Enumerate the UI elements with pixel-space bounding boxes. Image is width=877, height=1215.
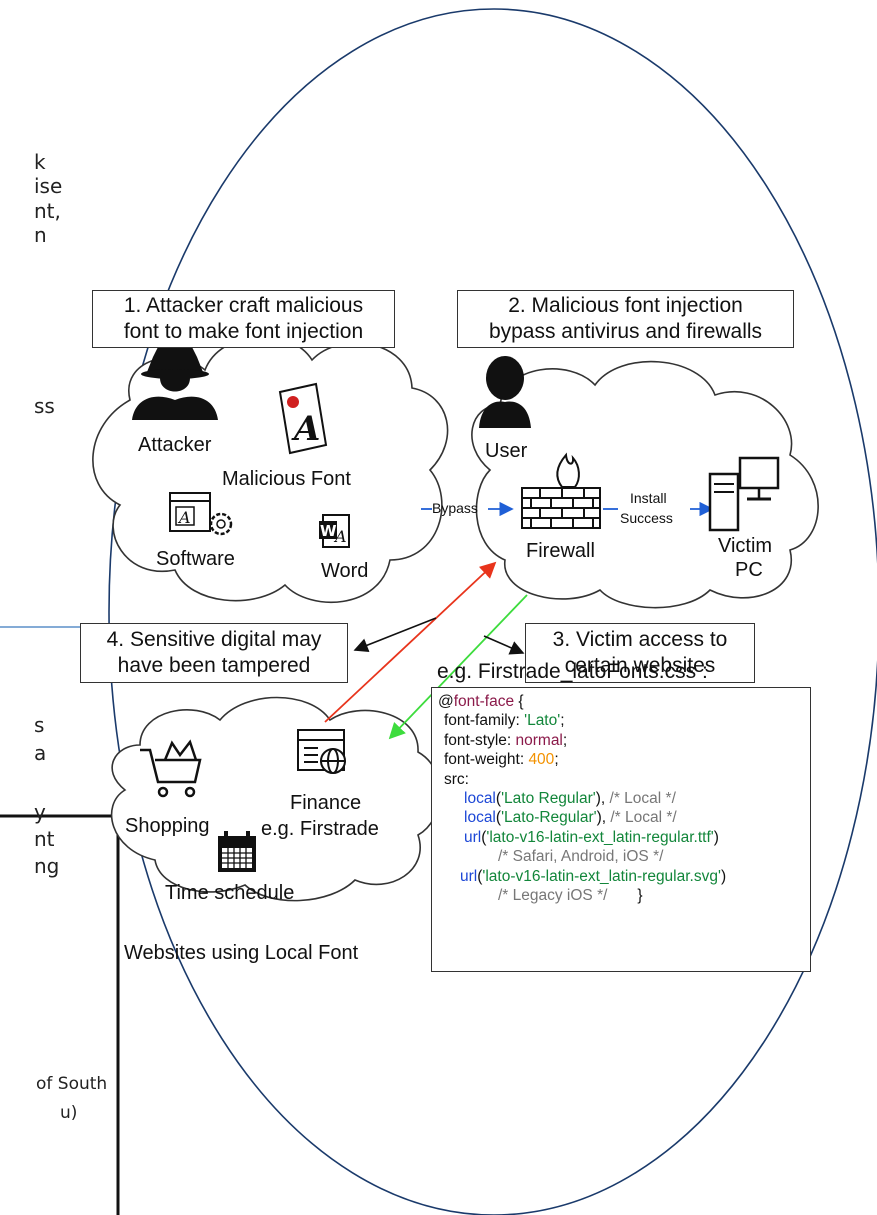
- finance-label: Finance: [290, 792, 362, 814]
- code-line-2: font-family: 'Lato';: [438, 711, 804, 730]
- code-line-7: local('Lato-Regular'), /* Local */: [464, 809, 677, 827]
- code-url2: 'lato-v16-latin-ext_latin-regular.svg': [482, 867, 721, 885]
- finance-web-icon: [297, 729, 346, 774]
- step2-line2: bypass antivirus and firewalls: [488, 320, 763, 343]
- step3-line1: 3. Victim access to: [552, 628, 728, 651]
- code-line-6: local('Lato Regular'), /* Local */: [464, 790, 676, 808]
- time-schedule-label: Time schedule: [165, 882, 295, 904]
- code-family-value: 'Lato': [524, 712, 561, 730]
- left-fragment: a: [34, 741, 47, 765]
- websites-caption: Websites using Local Font: [124, 942, 359, 964]
- code-local-fn: local: [464, 809, 496, 827]
- left-fragment: of South: [36, 1074, 108, 1094]
- code-semicolon: ;: [554, 751, 559, 769]
- code-comment: /* Local */: [610, 809, 677, 827]
- left-fragment: u): [60, 1103, 78, 1123]
- code-prop: font-style:: [444, 731, 516, 749]
- victim-label: Victim: [718, 535, 773, 557]
- svg-text:A: A: [291, 409, 320, 449]
- code-line-3: font-style: normal;: [438, 731, 804, 750]
- pc-label: PC: [735, 559, 763, 581]
- scope-ellipse: [108, 8, 877, 1215]
- firewall-label: Firewall: [526, 540, 595, 562]
- code-local-fn: local: [464, 790, 496, 808]
- svg-text:A: A: [177, 508, 191, 527]
- code-line-10: url('lato-v16-latin-ext_latin-regular.sv…: [460, 867, 727, 885]
- left-fragment: nt,: [34, 199, 61, 223]
- malicious-font-label: Malicious Font: [222, 468, 351, 490]
- user-icon: [479, 356, 531, 428]
- left-fragment: n: [34, 223, 47, 247]
- user-label: User: [485, 440, 528, 462]
- victim-pc-icon: [708, 456, 780, 532]
- left-fragment: nt: [34, 827, 55, 851]
- step4-box: 4. Sensitive digital may have been tampe…: [80, 623, 348, 683]
- code-prop: font-weight:: [444, 751, 529, 769]
- word-label: Word: [321, 560, 369, 582]
- code-comment: /* Local */: [609, 790, 676, 808]
- code-at: @: [438, 693, 454, 710]
- css-code-box: @font-face { font-family: 'Lato'; font-s…: [431, 687, 811, 972]
- svg-text:A: A: [333, 527, 347, 546]
- firewall-icon: [521, 452, 601, 529]
- code-line-11: /* Legacy iOS */}: [438, 886, 804, 905]
- code-url-fn: url: [464, 828, 482, 846]
- code-brace-close: }: [637, 887, 643, 905]
- tamper-arrow: [324, 561, 497, 723]
- shopping-cart-icon: [140, 739, 202, 798]
- shopping-label: Shopping: [125, 815, 210, 837]
- code-style-value: normal: [515, 731, 563, 749]
- left-fragment: ng: [34, 854, 60, 878]
- install-label: Install: [630, 490, 667, 506]
- code-brace-open: {: [514, 693, 524, 710]
- bypass-label: Bypass: [432, 500, 478, 516]
- attacker-icon: [132, 343, 218, 420]
- step3-line2: certain websites: [564, 654, 716, 677]
- code-weight-value: 400: [528, 751, 555, 769]
- websites-cloud: [110, 696, 441, 902]
- step2-box: 2. Malicious font injection bypass antiv…: [457, 290, 794, 348]
- code-line-9: /* Safari, Android, iOS */: [498, 848, 664, 866]
- victim-cloud: [471, 360, 819, 609]
- software-icon: A: [169, 492, 233, 536]
- svg-text:W: W: [320, 522, 337, 540]
- code-local1: 'Lato Regular': [501, 790, 596, 808]
- firstrade-label: e.g. Firstrade: [261, 818, 379, 840]
- code-line-5: src:: [444, 770, 469, 788]
- left-fragment: ss: [34, 394, 55, 418]
- step1-line2: font to make font injection: [123, 320, 364, 343]
- left-fragment: s: [34, 713, 45, 737]
- css-file-title: e.g. Firstrade_latoFonts.css :: [437, 660, 708, 683]
- code-semicolon: ;: [562, 731, 568, 749]
- step2-line1: 2. Malicious font injection: [508, 294, 743, 317]
- code-line-1: @font-face {: [438, 692, 804, 711]
- software-label: Software: [156, 548, 235, 570]
- success-label: Success: [620, 510, 673, 526]
- step4-line1: 4. Sensitive digital may: [106, 628, 322, 651]
- code-url-fn: url: [460, 867, 478, 885]
- code-comment: /* Legacy iOS */: [498, 887, 608, 905]
- left-fragment: y: [34, 800, 46, 824]
- code-semicolon: ;: [560, 712, 565, 730]
- code-line-8: url('lato-v16-latin-ext_latin-regular.tt…: [464, 828, 719, 846]
- step1-box: 1. Attacker craft malicious font to make…: [92, 290, 395, 348]
- left-fragment: ise: [34, 174, 63, 198]
- step4-line2: have been tampered: [117, 654, 311, 677]
- step1-line1: 1. Attacker craft malicious: [123, 294, 364, 317]
- code-prop: font-family:: [444, 712, 525, 730]
- code-url1: 'lato-v16-latin-ext_latin-regular.ttf': [486, 828, 714, 846]
- access-arrow: [388, 594, 528, 740]
- left-fragment: k: [34, 150, 46, 174]
- code-line-4: font-weight: 400;: [438, 750, 804, 769]
- malicious-font-icon: A: [278, 382, 328, 455]
- step3-box: 3. Victim access to certain websites: [525, 623, 755, 683]
- code-local2: 'Lato-Regular': [501, 809, 597, 827]
- attacker-label: Attacker: [138, 434, 212, 456]
- word-icon: W A: [319, 514, 350, 548]
- calendar-icon: [218, 831, 256, 872]
- code-font-face: font-face: [453, 693, 515, 710]
